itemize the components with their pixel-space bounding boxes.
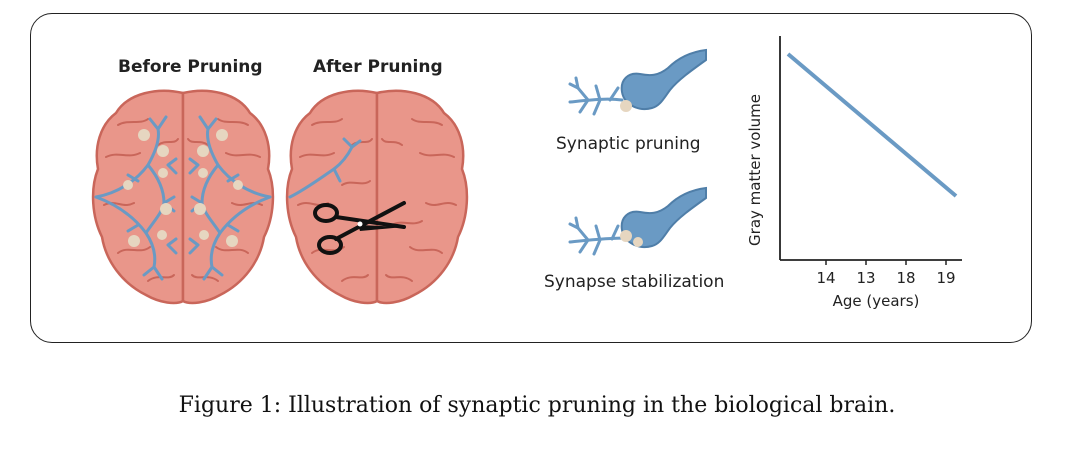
- before-brain-neuron-network: [94, 115, 272, 281]
- stabilization-synapse-node-1: [620, 230, 632, 242]
- pruning-axon-terminal: [620, 48, 707, 110]
- x-axis-ticks: 14 13 18 19: [816, 260, 956, 287]
- stabilization-dendrite: [568, 216, 628, 256]
- x-tick-label-3: 19: [936, 269, 955, 287]
- synaptic-pruning-label: Synaptic pruning: [556, 134, 701, 154]
- after-brain-illustration: [285, 89, 469, 305]
- gray-matter-chart: 14 13 18 19 Gray matter volume Age (years): [746, 36, 962, 310]
- y-axis-label: Gray matter volume: [746, 94, 764, 246]
- scissors-icon: [313, 201, 406, 255]
- x-tick-label-1: 13: [856, 269, 875, 287]
- x-tick-label-2: 18: [896, 269, 915, 287]
- stabilization-synapse-node-2: [633, 237, 643, 247]
- x-axis-label: Age (years): [833, 292, 920, 310]
- synaptic-pruning-illustration: [568, 48, 707, 116]
- before-pruning-label: Before Pruning: [118, 57, 263, 77]
- pruning-synapse-node: [620, 100, 632, 112]
- x-tick-label-0: 14: [816, 269, 835, 287]
- synapse-stabilization-label: Synapse stabilization: [544, 272, 725, 292]
- before-brain-gyri: [103, 118, 263, 282]
- after-brain-remaining-neurons: [288, 137, 362, 199]
- gray-matter-series-line: [786, 52, 958, 198]
- pruning-dendrite: [568, 76, 624, 116]
- figure-caption: Figure 1: Illustration of synaptic pruni…: [178, 393, 896, 418]
- before-brain-synapse-nodes: [123, 129, 243, 247]
- stabilization-axon-terminal: [620, 186, 707, 248]
- synapse-stabilization-illustration: [568, 186, 707, 256]
- after-pruning-label: After Pruning: [313, 57, 443, 77]
- before-brain-illustration: [91, 89, 275, 305]
